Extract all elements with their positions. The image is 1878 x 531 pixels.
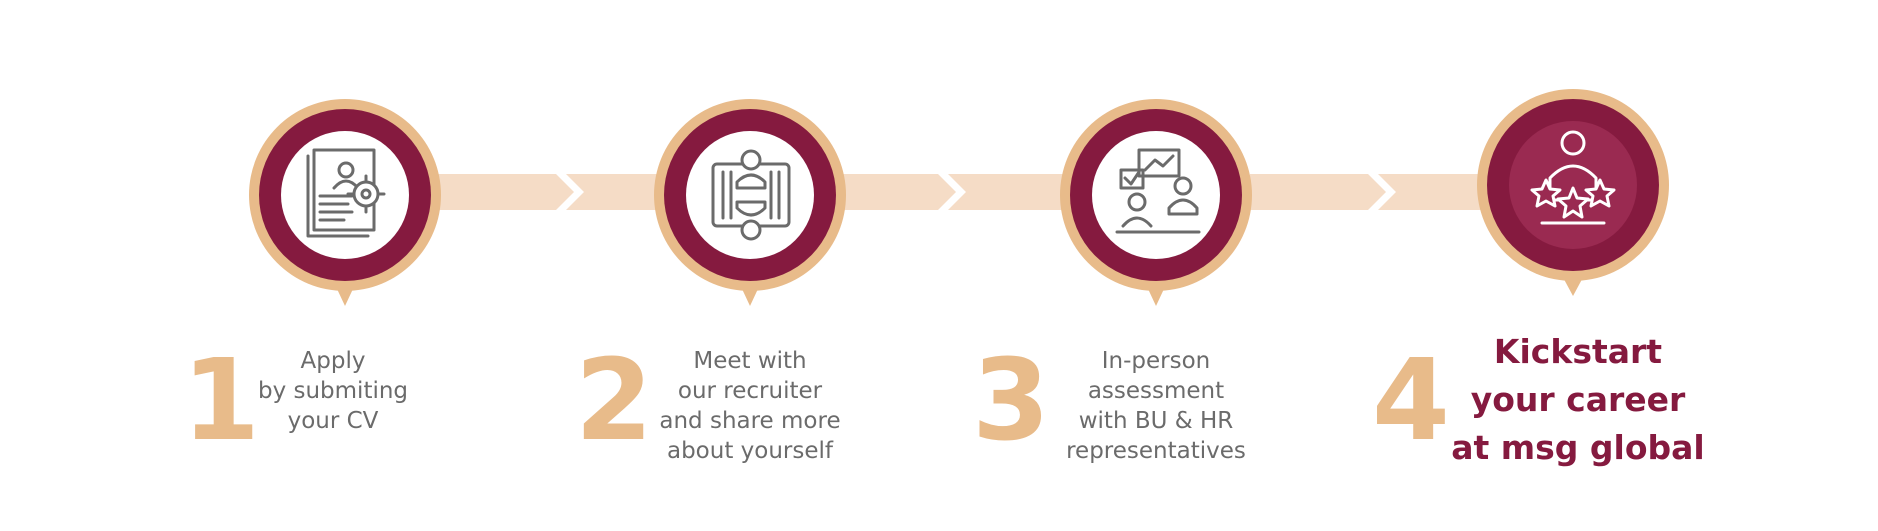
step-2-line-1: Meet with: [693, 348, 807, 374]
connector-band-2: [836, 174, 932, 210]
step-4-line-2: your career: [1470, 380, 1686, 419]
person-rating-stars-icon: [1530, 130, 1616, 225]
step-3-line-4: representatives: [1066, 438, 1246, 464]
assessment-presentation-icon: [1115, 148, 1201, 234]
step-2-line-3: and share more: [659, 408, 841, 434]
step-1-line-3: your CV: [287, 408, 379, 434]
cv-document-target-icon: [306, 148, 386, 238]
step-2-number: 2: [575, 336, 653, 466]
connector-band-1: [430, 174, 538, 210]
chevron-connector-1: [536, 174, 676, 210]
chevron-connector-3: [1354, 174, 1494, 210]
step-3-line-1: In-person: [1101, 348, 1211, 374]
step-3-line-2: assessment: [1087, 378, 1225, 404]
step-1-number: 1: [182, 336, 260, 466]
step-3-description: In-person assessment with BU & HR repres…: [1050, 346, 1262, 466]
step-1-pin: [248, 98, 442, 338]
step-2-pin: [653, 98, 847, 338]
connector-band-3: [1250, 174, 1356, 210]
step-1-description: Apply by submiting your CV: [248, 346, 418, 436]
step-4-line-3: at msg global: [1451, 428, 1705, 467]
step-1-line-2: by submiting: [257, 378, 409, 404]
step-4-line-1: Kickstart: [1493, 332, 1663, 371]
step-3-pin: [1059, 98, 1253, 338]
step-3-line-3: with BU & HR: [1078, 408, 1234, 434]
step-2-line-2: our recruiter: [677, 378, 823, 404]
step-3-number: 3: [972, 336, 1050, 466]
chevron-connector-2: [930, 174, 1080, 210]
two-people-meeting-icon: [711, 149, 791, 241]
step-4-number: 4: [1372, 336, 1450, 466]
step-1-line-1: Apply: [300, 348, 366, 374]
step-4-description: Kickstart your career at msg global: [1448, 328, 1708, 472]
step-4-pin: [1476, 88, 1670, 328]
step-2-line-4: about yourself: [666, 438, 833, 464]
step-2-description: Meet with our recruiter and share more a…: [645, 346, 855, 466]
